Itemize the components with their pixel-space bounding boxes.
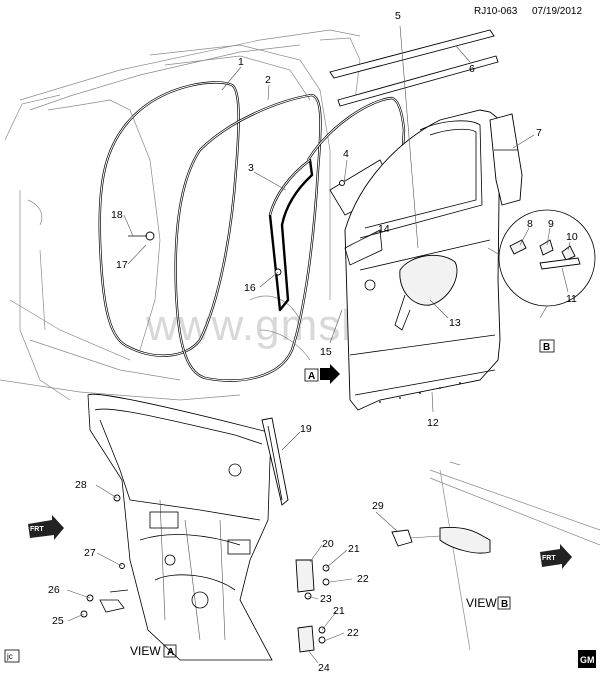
gm-logo: GM [578,650,596,668]
door-weatherstrip [174,93,322,382]
callout-12: 12 [427,417,439,429]
belt-molding-outer [329,29,499,107]
callout-numbers: 1 2 3 4 5 6 7 8 9 10 11 12 13 14 15 16 1… [48,10,578,674]
callout-21-lower: 21 [333,605,345,617]
callout-23: 23 [320,593,332,605]
callout-1: 1 [238,56,244,68]
corner-code-box [4,649,20,663]
callout-9: 9 [548,218,554,230]
callout-13: 13 [449,317,461,329]
diagram-date: 07/19/2012 [532,6,582,17]
callout-5: 5 [395,10,401,22]
callout-22-lower: 22 [347,627,359,639]
diagram-code: RJ10-063 [474,6,518,17]
callout-25: 25 [52,615,64,627]
svg-text:A: A [308,371,315,382]
corner-code: jc [6,652,13,661]
door-frame-applique [489,113,523,206]
callout-16: 16 [244,282,256,294]
svg-text:FRT: FRT [30,526,44,533]
door-opening-weatherstrip [98,81,240,357]
svg-text:FRT: FRT [542,555,556,562]
callout-3: 3 [248,162,254,174]
view-b-box [497,596,511,610]
front-door-shell [344,109,501,411]
callout-11: 11 [566,293,577,305]
door-hinges [295,559,330,653]
small-fasteners [128,180,345,276]
leader-lines [66,25,571,664]
view-b-door-skin [391,461,600,651]
view-a-letter: A [167,647,174,658]
detail-circle-b [487,209,596,307]
callout-29: 29 [372,500,384,512]
callout-10: 10 [566,231,578,243]
callout-4: 4 [343,148,349,160]
callout-26: 26 [48,584,60,596]
callout-28: 28 [75,479,87,491]
rear-glass-run [261,417,289,506]
callout-27: 27 [84,547,96,559]
callout-24: 24 [318,662,330,674]
callout-15: 15 [320,346,332,358]
callout-20: 20 [322,538,334,550]
callout-17: 17 [116,259,128,271]
callout-14: 14 [378,223,390,235]
view-b-marker: B [539,339,555,353]
front-arrow-left: FRT [28,515,64,540]
callout-6: 6 [469,63,475,75]
callout-18: 18 [111,209,123,221]
view-b-label: VIEW [466,596,497,610]
view-a-arrow: A [304,364,340,384]
view-a-label: VIEW [130,644,161,658]
vehicle-body-outline [0,29,361,401]
view-a-box [163,644,177,658]
front-arrow-right: FRT [540,544,572,569]
callout-22: 22 [357,573,369,585]
svg-text:GM: GM [580,655,595,665]
view-b-letter: B [501,599,508,610]
callout-8: 8 [527,218,533,230]
callout-21: 21 [348,543,360,555]
callout-7: 7 [536,127,542,139]
callout-2: 2 [265,74,271,86]
callout-19: 19 [300,423,312,435]
svg-text:B: B [543,342,550,353]
door-inner-panel [87,393,273,661]
window-channel-seal [268,158,314,312]
